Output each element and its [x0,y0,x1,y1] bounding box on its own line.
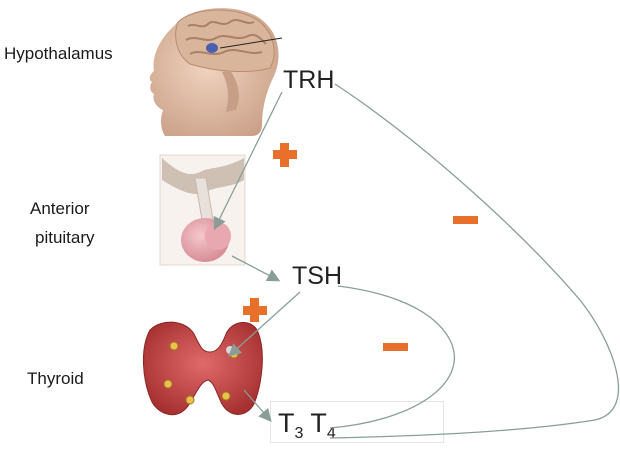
t3t4-to-tsh-feedback-loop [329,285,455,429]
t3-t4-box [270,401,444,443]
pituitary-to-tsh-arrow [231,255,281,282]
thyroid-illustration [142,321,263,416]
anterior-pituitary-label-line1: Anterior [30,199,90,218]
inhibition-minus-icon [383,343,408,351]
t3t4-to-trh-feedback-loop [329,83,620,439]
stimulation-plus-icon [273,143,297,167]
thyroid-label: Thyroid [27,369,84,388]
t3-subscript: 3 [294,425,304,442]
anterior-pituitary-label-line2: pituitary [35,228,95,247]
t3-label: T [278,408,295,438]
t3-t4-label: T3 T4 [278,408,336,443]
tsh-to-thyroid-arrow [228,291,301,357]
t4-label: T [310,408,327,438]
t4-subscript: 4 [326,425,336,442]
inhibition-minus-icon [453,216,478,224]
hypothalamus-label: Hypothalamus [4,44,113,63]
thyroid-to-t3t4-arrow [243,389,272,422]
trh-to-pituitary-arrow [213,91,283,231]
head-brain-illustration [149,8,283,137]
trh-label: TRH [283,66,335,94]
pituitary-illustration [159,154,246,266]
stimulation-plus-icon [243,298,267,322]
tsh-label: TSH [292,262,342,290]
